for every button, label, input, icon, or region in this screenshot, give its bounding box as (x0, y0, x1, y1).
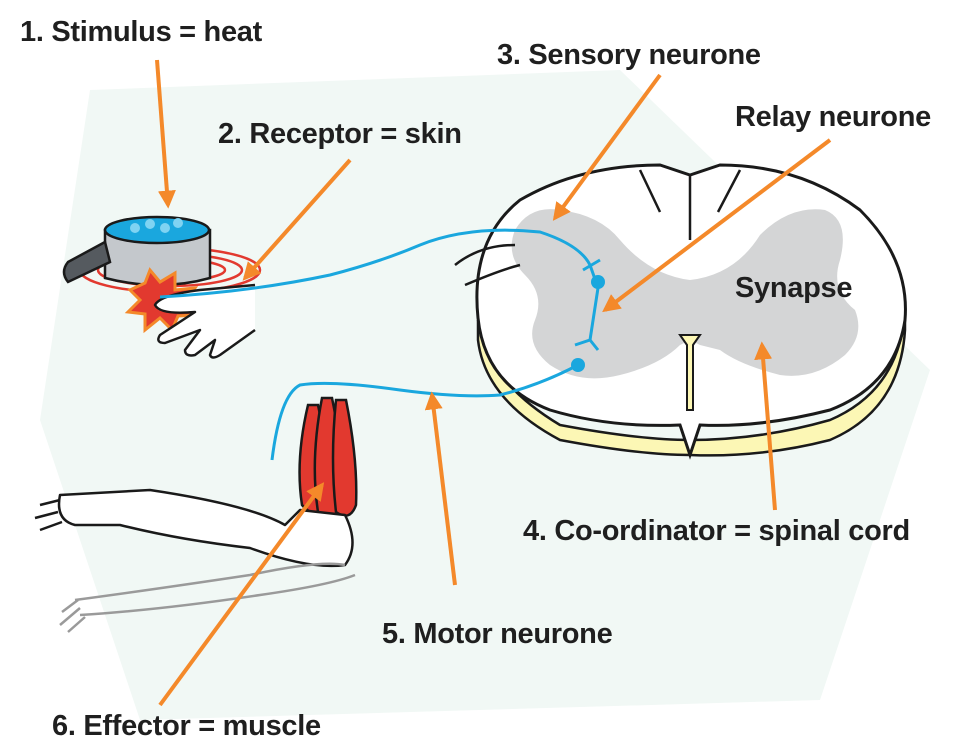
relay-cell-body (591, 275, 605, 289)
label-receptor: 2. Receptor = skin (218, 118, 462, 151)
label-motor: 5. Motor neurone (382, 618, 612, 651)
label-effector: 6. Effector = muscle (52, 710, 321, 743)
muscle (300, 398, 357, 518)
label-relay: Relay neurone (735, 101, 931, 134)
label-synapse: Synapse (735, 272, 852, 305)
label-sensory: 3. Sensory neurone (497, 39, 761, 72)
label-stimulus: 1. Stimulus = heat (20, 16, 262, 49)
label-coordinator: 4. Co-ordinator = spinal cord (523, 515, 910, 548)
